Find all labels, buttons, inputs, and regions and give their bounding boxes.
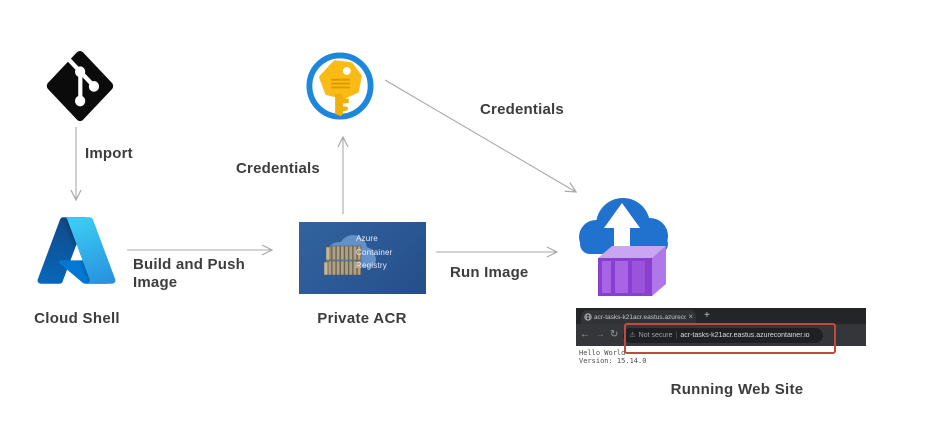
acr-box-text: Azure Container Registry: [356, 232, 393, 273]
browser-tab[interactable]: acr-tasks-k21acr.eastus.azurecon ×: [581, 310, 696, 324]
address-bar[interactable]: ⚠ Not secure | acr-tasks-k21acr.eastus.a…: [623, 327, 824, 343]
acr-box-line: Registry: [356, 261, 387, 270]
globe-icon: [584, 313, 592, 321]
edge-label-line: Image: [133, 274, 178, 291]
git-icon: [45, 49, 115, 123]
forward-icon[interactable]: →: [595, 329, 605, 340]
back-icon[interactable]: ←: [580, 329, 590, 340]
key-icon: [306, 52, 374, 120]
registry-cloud-icon: [323, 235, 376, 276]
acr-box-line: Container: [356, 247, 393, 257]
separator: |: [675, 331, 678, 339]
browser-toolbar: ← → ↻ ⚠ Not secure | acr-tasks-k21acr.ea…: [576, 324, 866, 346]
browser-tab-bar: acr-tasks-k21acr.eastus.azurecon × +: [576, 308, 866, 324]
page-content: Hello World Version: 15.14.0: [576, 346, 866, 372]
arrow-credentials-diagonal: [384, 79, 578, 193]
tab-close-icon[interactable]: ×: [688, 312, 693, 321]
acr-box-line: Azure: [356, 234, 378, 243]
warning-icon: ⚠: [629, 332, 636, 339]
edge-label-import: Import: [85, 145, 133, 162]
url-text: acr-tasks-k21acr.eastus.azurecontainer.i…: [680, 331, 810, 339]
container-instances-icon: [574, 190, 670, 298]
edge-label-build-and-push: Build and Push Image: [133, 256, 245, 292]
edge-label-run-image: Run Image: [450, 264, 529, 281]
page-text-line: Hello World: [579, 349, 626, 357]
private-acr-label: Private ACR: [317, 310, 407, 327]
acr-node: Azure Container Registry: [299, 222, 426, 294]
edge-label-line: Build and Push: [133, 256, 245, 273]
cloud-shell-label: Cloud Shell: [34, 310, 120, 327]
running-web-site-label: Running Web Site: [670, 381, 804, 398]
edge-label-credentials-up: Credentials: [236, 160, 320, 177]
browser-screenshot: acr-tasks-k21acr.eastus.azurecon × + ← →…: [576, 308, 866, 372]
azure-logo-icon: [34, 212, 119, 289]
security-label: Not secure: [638, 331, 673, 339]
reload-icon[interactable]: ↻: [610, 329, 619, 340]
edge-label-credentials-diagonal: Credentials: [480, 101, 564, 118]
page-text-line: Version: 15.14.0: [579, 357, 647, 365]
tab-title: acr-tasks-k21acr.eastus.azurecon: [594, 313, 687, 321]
new-tab-button[interactable]: +: [704, 310, 710, 321]
